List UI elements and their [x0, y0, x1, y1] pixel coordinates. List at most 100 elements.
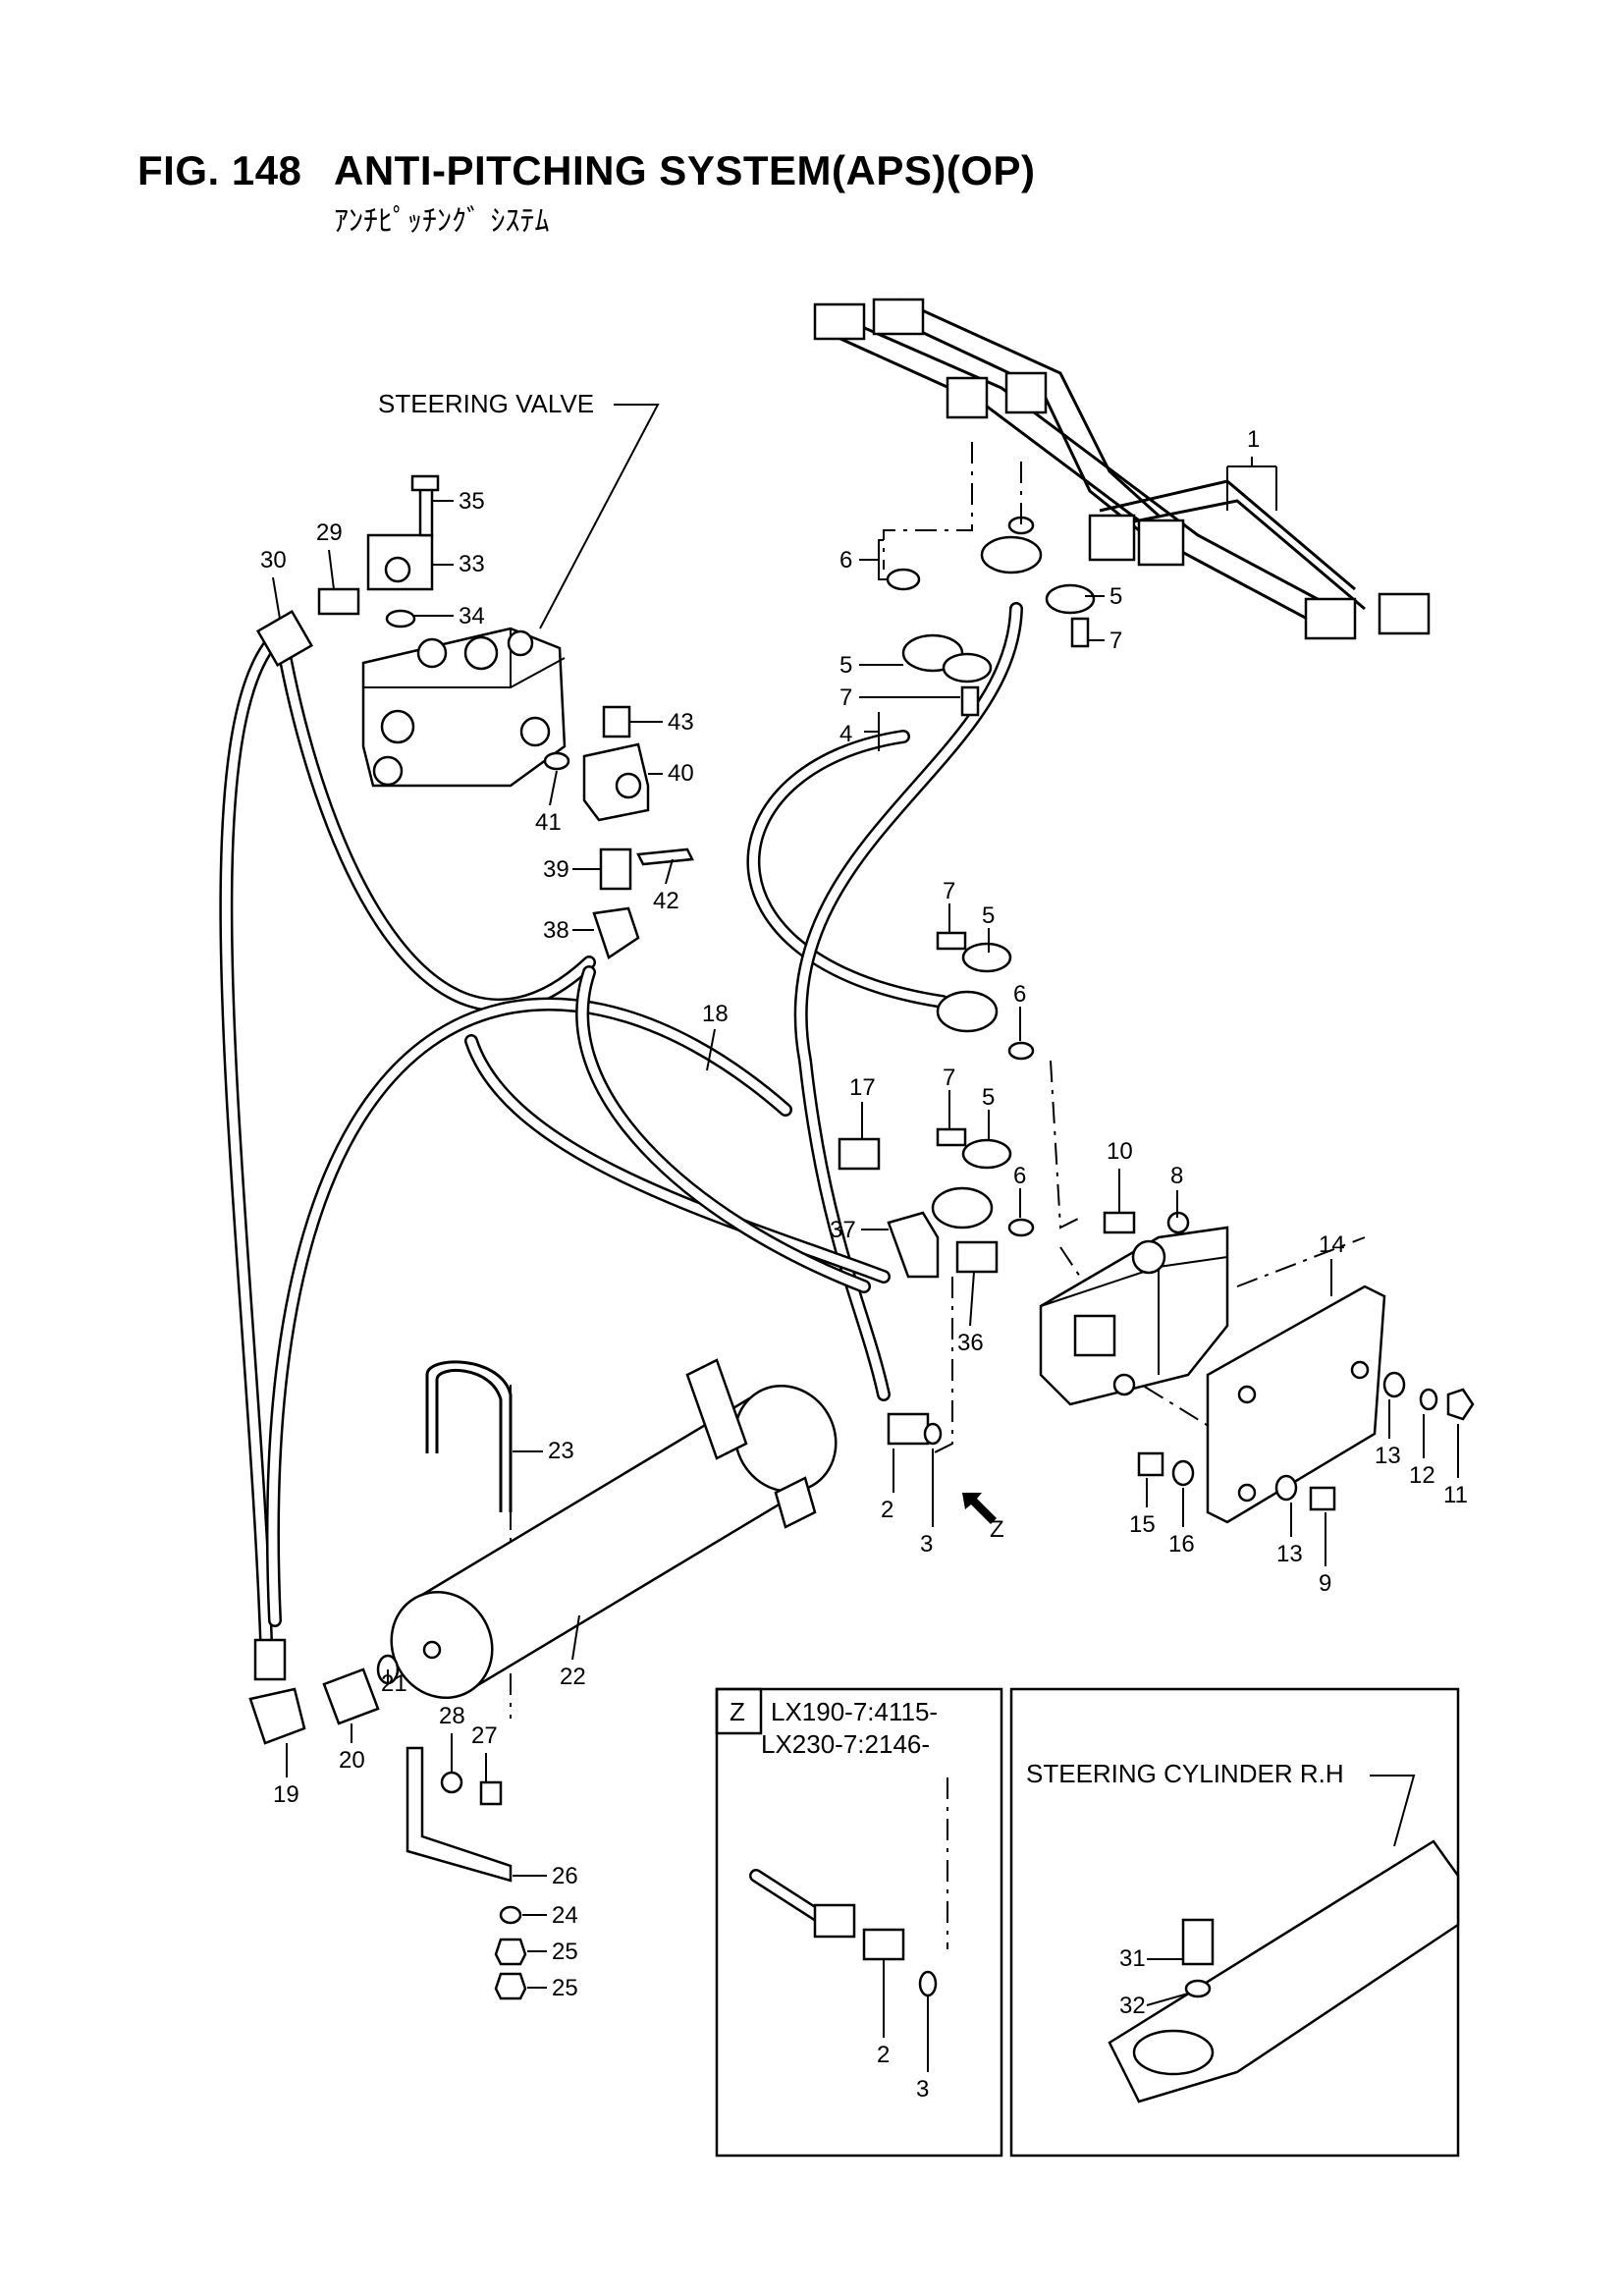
callout-steering-valve: STEERING VALVE — [378, 389, 594, 418]
label-detail-3: 3 — [916, 2076, 929, 2103]
fitting-39 — [599, 847, 632, 891]
label-24: 24 — [552, 1902, 578, 1929]
oring-34 — [385, 609, 416, 629]
label-6-b: 6 — [1013, 981, 1026, 1008]
washer-24 — [499, 1905, 522, 1925]
label-11: 11 — [1443, 1482, 1468, 1508]
washer-28 — [440, 1771, 463, 1794]
fitting-30 — [255, 609, 314, 668]
washer-13-lower — [1274, 1474, 1298, 1502]
detail-z-letter-box — [715, 1687, 763, 1735]
label-38: 38 — [543, 917, 569, 944]
label-6-c: 6 — [1013, 1163, 1026, 1189]
detail-z-oring-3 — [918, 1970, 938, 1997]
figure-name: ANTI-PITCHING SYSTEM(APS)(OP) — [334, 147, 1036, 193]
oring-3 — [923, 1422, 943, 1446]
fitting-17 — [838, 1137, 881, 1171]
label-20: 20 — [339, 1747, 365, 1774]
fitting-15 — [1137, 1451, 1164, 1477]
label-13-b: 13 — [1276, 1541, 1303, 1567]
label-22: 22 — [560, 1664, 586, 1690]
fitting-36 — [955, 1240, 999, 1274]
label-9: 9 — [1319, 1570, 1331, 1597]
label-31: 31 — [1119, 1945, 1146, 1972]
fitting-hose-end — [253, 1638, 287, 1681]
label-25-b: 25 — [552, 1975, 578, 2001]
detail-z-fitting-2 — [862, 1928, 905, 1961]
label-5-a: 5 — [1109, 583, 1122, 610]
label-35: 35 — [459, 488, 485, 515]
label-7-b: 7 — [839, 684, 852, 711]
label-39: 39 — [543, 856, 569, 883]
label-7-d: 7 — [943, 1065, 955, 1091]
label-28: 28 — [439, 1703, 465, 1729]
nut-25-b — [494, 1972, 527, 2000]
label-8: 8 — [1170, 1163, 1183, 1189]
ubolt-23 — [425, 1360, 513, 1512]
detail-z-line2: LX230-7:2146- — [761, 1729, 930, 1759]
label-13-a: 13 — [1375, 1443, 1401, 1469]
elbow-38 — [592, 906, 640, 959]
label-1: 1 — [1247, 426, 1260, 453]
label-36: 36 — [957, 1330, 984, 1356]
label-15: 15 — [1129, 1511, 1156, 1538]
label-40: 40 — [668, 760, 694, 787]
flange-fittings — [886, 516, 1096, 1237]
bolt-35 — [418, 484, 434, 537]
detail-z-nut — [813, 1903, 856, 1939]
label-34: 34 — [459, 603, 485, 629]
bolt-9 — [1309, 1486, 1336, 1511]
label-17: 17 — [849, 1074, 876, 1101]
label-16: 16 — [1168, 1531, 1195, 1558]
bolt-27 — [479, 1780, 503, 1806]
label-25-a: 25 — [552, 1939, 578, 1965]
adapter-20 — [322, 1667, 380, 1725]
label-10: 10 — [1107, 1138, 1133, 1165]
label-7-c: 7 — [943, 878, 955, 904]
label-41: 41 — [535, 809, 562, 836]
figure-subtitle: ｱﾝﾁﾋﾟｯﾁﾝｸﾞ ｼｽﾃﾑ — [334, 204, 550, 239]
label-18: 18 — [702, 1001, 729, 1027]
label-5-c: 5 — [982, 902, 995, 929]
control-valve-8 — [1039, 1211, 1229, 1406]
label-33: 33 — [459, 551, 485, 577]
oring-41 — [543, 751, 570, 771]
label-7-a: 7 — [1109, 628, 1122, 654]
pipe-assembly-1 — [813, 298, 1431, 640]
label-23: 23 — [548, 1438, 574, 1464]
fitting-2 — [887, 1412, 930, 1446]
plug-43 — [602, 705, 631, 738]
bracket-14 — [1206, 1285, 1386, 1524]
label-6-a: 6 — [839, 547, 852, 574]
view-z-letter: Z — [990, 1516, 1004, 1543]
oring-32 — [1184, 1979, 1212, 1998]
elbow-19 — [248, 1687, 306, 1745]
label-19: 19 — [273, 1781, 299, 1808]
label-30: 30 — [260, 547, 287, 574]
part-number-labels: 1 2 3 4 5 5 5 5 6 6 6 7 7 7 7 8 9 10 — [260, 426, 1468, 2103]
bolt-10 — [1103, 1211, 1136, 1234]
label-5-d: 5 — [982, 1084, 995, 1111]
accumulator-22 — [390, 1358, 838, 1700]
hoses — [219, 602, 1023, 1676]
detail-z-line1: LX190-7:4115- — [771, 1697, 938, 1726]
washer-12 — [1419, 1388, 1438, 1411]
label-42: 42 — [653, 888, 679, 914]
cylinder-eye — [1132, 2029, 1215, 2076]
fitting-29 — [317, 587, 360, 616]
label-43: 43 — [668, 709, 694, 736]
label-12: 12 — [1409, 1462, 1435, 1489]
nut-11 — [1446, 1388, 1475, 1421]
label-detail-2: 2 — [877, 2042, 890, 2068]
label-2: 2 — [881, 1497, 893, 1523]
washer-13-upper — [1382, 1371, 1406, 1398]
detail-z-box — [715, 1687, 1003, 2158]
label-4: 4 — [839, 721, 852, 747]
elbow-31 — [1181, 1918, 1215, 1966]
label-14: 14 — [1319, 1231, 1345, 1258]
view-z-arrow — [962, 1493, 997, 1524]
steering-valve — [361, 627, 567, 788]
label-27: 27 — [471, 1722, 498, 1749]
label-26: 26 — [552, 1863, 578, 1889]
